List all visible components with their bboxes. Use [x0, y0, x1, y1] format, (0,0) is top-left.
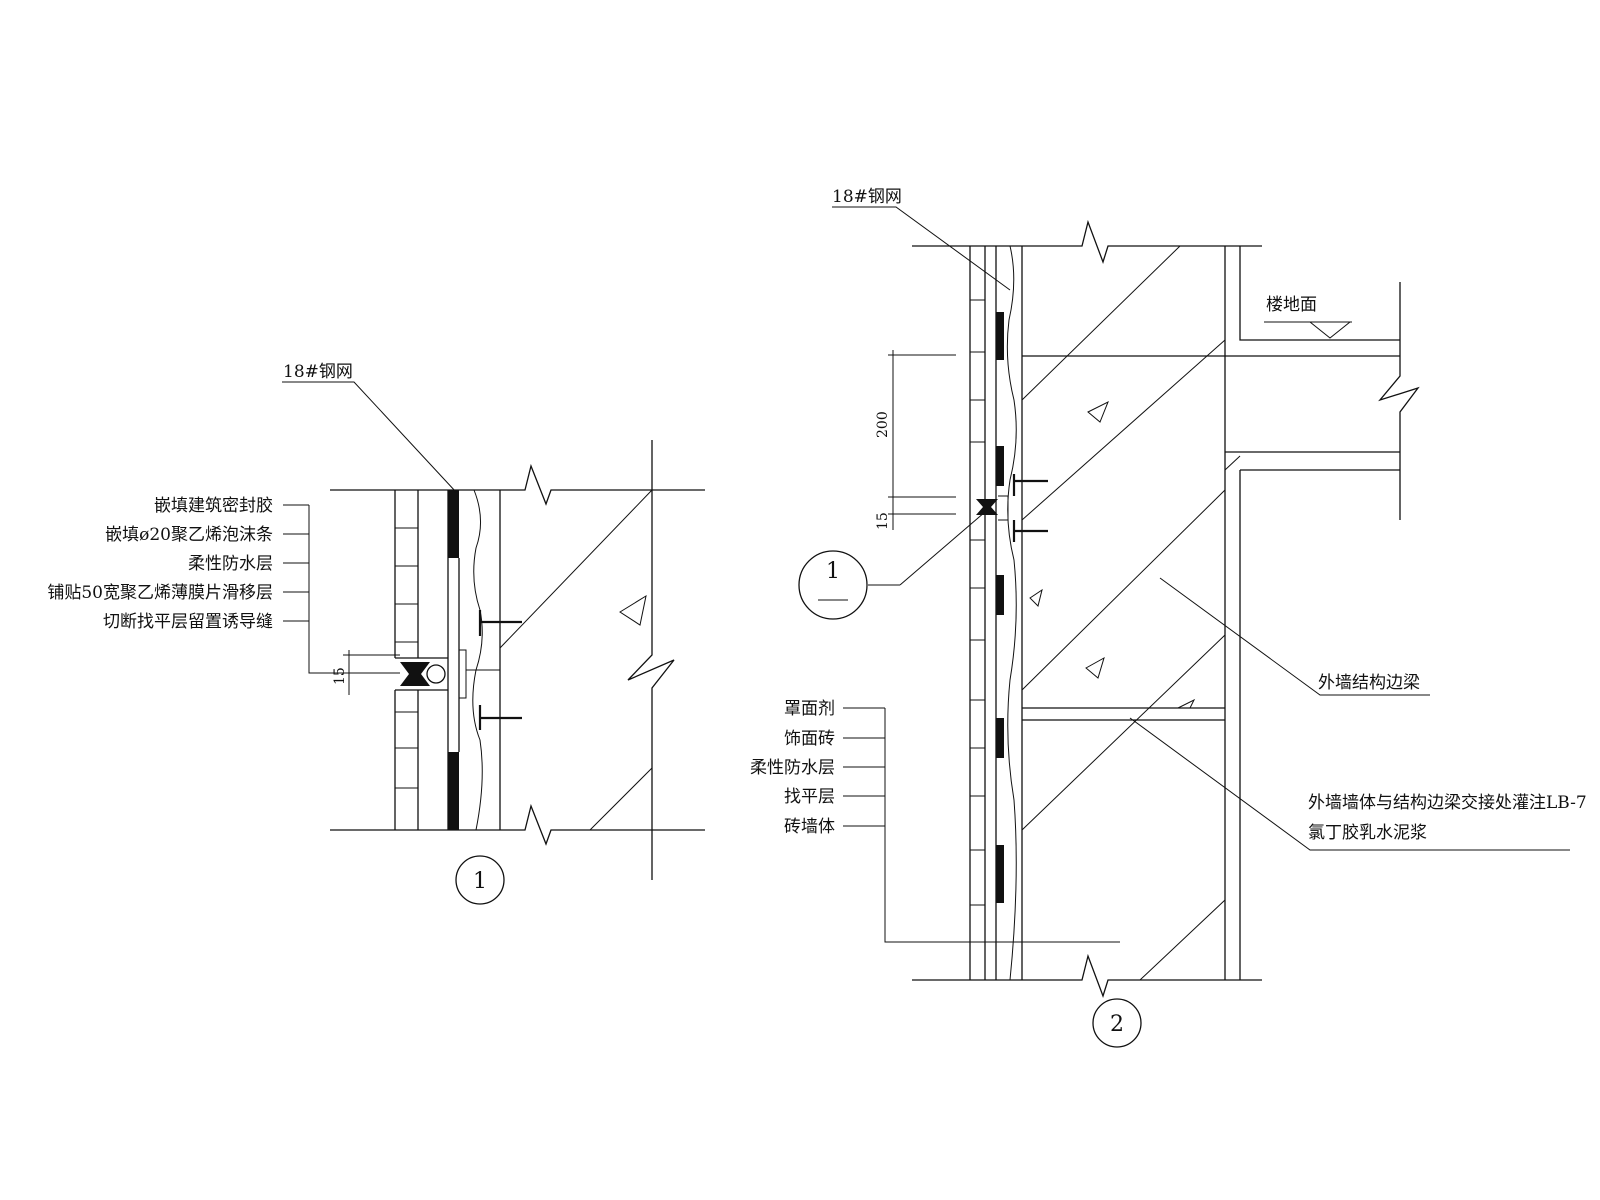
- detail-1: [282, 381, 705, 905]
- detail-2-layer-leveling: 找平层: [784, 787, 835, 807]
- detail-2-dim-15: 15: [875, 512, 891, 530]
- detail-1-mesh-label: 18#钢网: [283, 362, 353, 382]
- detail-2-beam-label: 外墙结构边梁: [1318, 673, 1420, 693]
- detail-1-label-waterproof: 柔性防水层: [188, 554, 273, 574]
- detail-2-layer-waterproof: 柔性防水层: [750, 758, 835, 778]
- detail-2-ref-number: 1: [826, 559, 840, 584]
- detail-2-mesh-label: 18#钢网: [832, 187, 902, 207]
- detail-2-number: 2: [1110, 1012, 1124, 1037]
- detail-2-dim-200: 200: [875, 411, 891, 438]
- detail-1-dim-15: 15: [332, 667, 348, 685]
- detail-2-layer-brick-wall: 砖墙体: [784, 817, 835, 837]
- detail-1-label-foam-rod: 嵌填ø20聚乙烯泡沫条: [105, 525, 273, 545]
- detail-1-label-sealant: 嵌填建筑密封胶: [154, 496, 273, 516]
- detail-1-label-slip-layer: 铺贴50宽聚乙烯薄膜片滑移层: [47, 583, 273, 603]
- detail-2-joint-label-line1: 外墙墙体与结构边梁交接处灌注LB-7: [1308, 793, 1587, 813]
- detail-2: [798, 206, 1570, 1048]
- detail-2-layer-tile: 饰面砖: [784, 729, 835, 749]
- detail-1-number: 1: [473, 869, 487, 894]
- detail-2-floor-label: 楼地面: [1266, 295, 1317, 315]
- detail-2-layer-coating: 罩面剂: [784, 699, 835, 719]
- detail-2-joint-label-line2: 氯丁胶乳水泥浆: [1308, 823, 1427, 843]
- detail-1-label-induced-joint: 切断找平层留置诱导缝: [103, 612, 273, 632]
